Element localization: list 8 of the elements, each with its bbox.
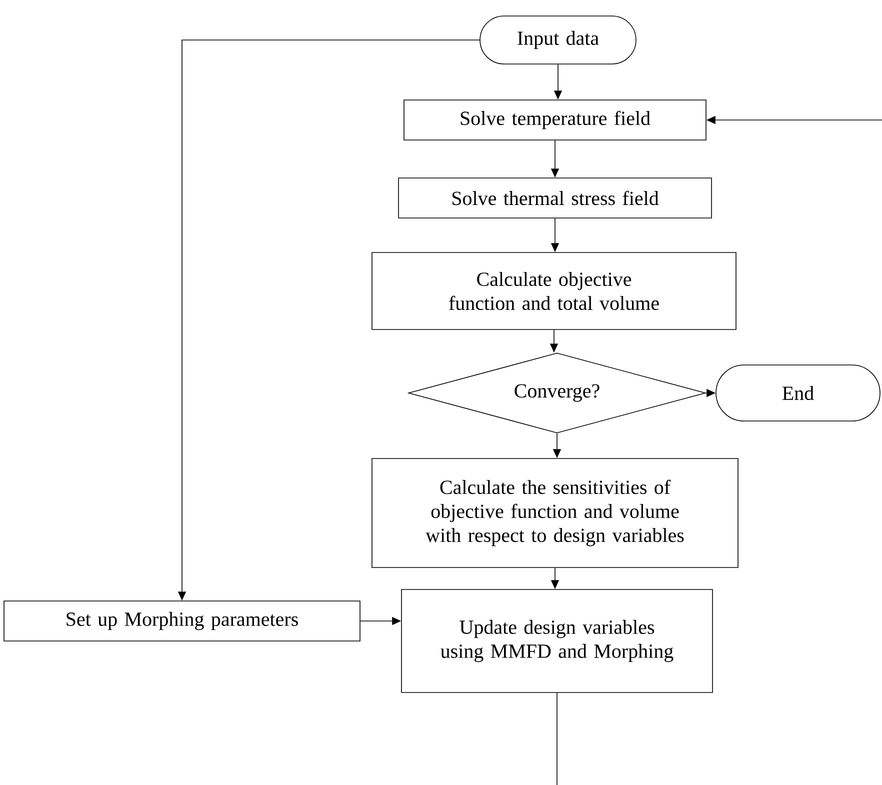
process-box: Calculate objective function and total volume: [372, 252, 736, 330]
terminal-box: Input data: [480, 16, 636, 64]
process-box: Calculate the sensitivities of objective function and volume with respect to design variables: [372, 458, 738, 568]
process-box: Solve temperature field: [404, 100, 706, 140]
terminal-box: End: [716, 364, 880, 422]
process-box: Update design variables using MMFD and Morphing: [401, 589, 713, 693]
process-box: Set up Morphing parameters: [4, 600, 360, 642]
process-box: Solve thermal stress field: [398, 178, 712, 218]
